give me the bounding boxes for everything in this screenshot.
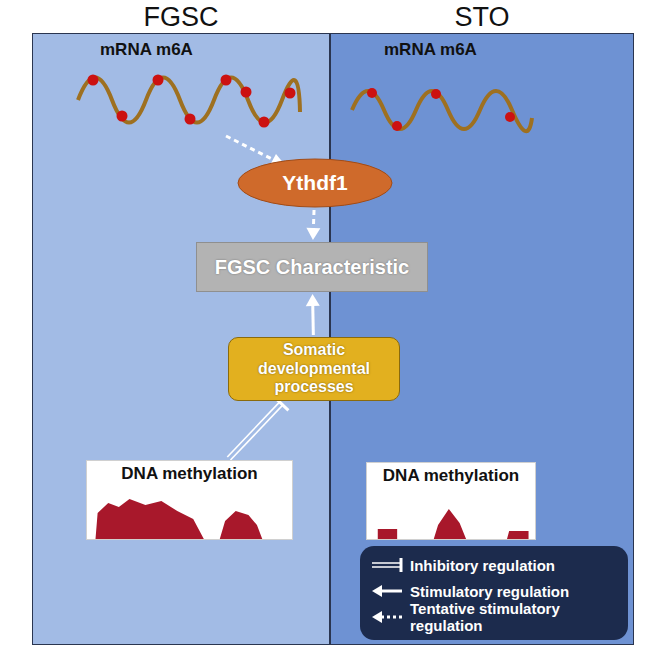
methylation-box: DNA methylation bbox=[366, 462, 536, 540]
inhibit-line bbox=[227, 402, 279, 457]
m6a-dot bbox=[392, 121, 402, 131]
node-text: FGSC Characteristic bbox=[215, 256, 410, 279]
m6a-dot bbox=[88, 75, 99, 86]
sample-line bbox=[372, 566, 400, 568]
characteristic-box: FGSC Characteristic bbox=[196, 242, 428, 292]
m6a-dot bbox=[285, 88, 296, 99]
arrow-head bbox=[306, 294, 320, 306]
legend-sample bbox=[370, 557, 404, 573]
m6a-dot bbox=[367, 88, 377, 98]
strand-label: mRNA m6A bbox=[100, 40, 193, 60]
sample-head bbox=[372, 585, 382, 597]
m6a-dot bbox=[241, 87, 252, 98]
m6a-dot bbox=[153, 75, 164, 86]
m6a-dots bbox=[88, 75, 296, 128]
sample-line bbox=[372, 562, 400, 564]
legend-box: Inhibitory regulationStimulatory regulat… bbox=[360, 546, 628, 640]
node-text: DNA methylation bbox=[367, 466, 535, 486]
methylation-track bbox=[367, 489, 535, 539]
m6a-dot bbox=[259, 117, 270, 128]
legend-sample bbox=[370, 583, 404, 599]
sample-head bbox=[372, 611, 382, 623]
legend-text: Stimulatory regulation bbox=[410, 583, 569, 600]
node-text: DNA methylation bbox=[87, 464, 292, 484]
legend-row: Tentative stimulatory regulation bbox=[370, 604, 618, 630]
m6a-dot bbox=[185, 114, 196, 125]
connector bbox=[227, 397, 288, 460]
arrow-head bbox=[306, 228, 320, 240]
node-text: Somatic developmental processes bbox=[235, 341, 393, 396]
connector bbox=[306, 210, 320, 240]
tentative-arrow-line bbox=[226, 136, 274, 160]
sample-bar bbox=[400, 558, 403, 572]
process-box: Somatic developmental processes bbox=[228, 337, 400, 401]
m6a-dot bbox=[221, 75, 232, 86]
legend-text: Tentative stimulatory regulation bbox=[410, 600, 618, 634]
panel-heading: STO bbox=[331, 2, 633, 32]
legend-row: Inhibitory regulation bbox=[370, 552, 618, 578]
methylation-box: DNA methylation bbox=[86, 460, 293, 540]
legend-text: Inhibitory regulation bbox=[410, 557, 555, 574]
sample-line bbox=[381, 590, 402, 593]
panel-heading: FGSC bbox=[33, 2, 329, 32]
methylation-peaks bbox=[378, 509, 529, 539]
methylation-track bbox=[87, 489, 292, 539]
connector bbox=[306, 294, 320, 335]
node-text: Ythdf1 bbox=[282, 171, 347, 195]
sample-line bbox=[381, 616, 402, 619]
reader-ellipse: Ythdf1 bbox=[237, 158, 393, 208]
legend-sample bbox=[370, 609, 404, 625]
inhibit-line bbox=[230, 405, 282, 460]
m6a-dot bbox=[117, 111, 128, 122]
m6a-dot bbox=[431, 89, 441, 99]
strand-label: mRNA m6A bbox=[384, 40, 477, 60]
mrna-strand bbox=[352, 91, 532, 131]
connector-line bbox=[311, 304, 315, 335]
ellipse-outline bbox=[238, 159, 392, 207]
m6a-dot bbox=[505, 112, 515, 122]
m6a-dots bbox=[367, 88, 515, 131]
connector-line bbox=[312, 210, 316, 230]
methylation-peaks bbox=[95, 499, 262, 539]
